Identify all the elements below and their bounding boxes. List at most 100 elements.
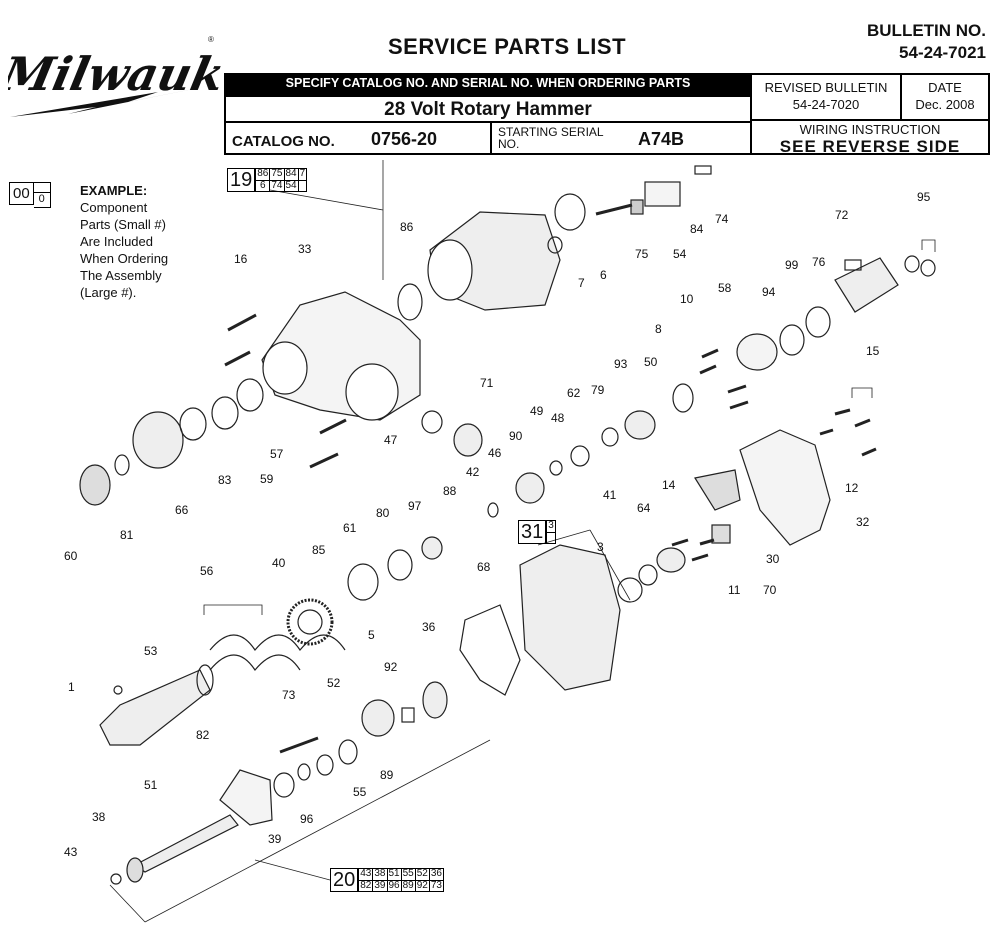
part-label-14: 14: [662, 478, 676, 492]
part-label-72: 72: [835, 208, 849, 222]
part-label-55: 55: [353, 785, 367, 799]
specify-banner: SPECIFY CATALOG NO. AND SERIAL NO. WHEN …: [224, 73, 752, 95]
bulletin-label: BULLETIN NO.: [867, 21, 986, 40]
catalog-cell: CATALOG NO. 0756-20: [224, 121, 492, 155]
wiring-value: SEE REVERSE SIDE: [779, 137, 961, 156]
part-label-99: 99: [785, 258, 799, 272]
part-label-97: 97: [408, 499, 422, 513]
milwaukee-logo: Milwaukee ®: [8, 35, 223, 117]
part-label-64: 64: [637, 501, 651, 515]
part-label-73: 73: [282, 688, 296, 702]
part-label-93: 93: [614, 357, 628, 371]
example-line: Parts (Small #): [80, 217, 166, 232]
part-label-33: 33: [298, 242, 312, 256]
part-label-76: 76: [812, 255, 826, 269]
part-label-86: 86: [400, 220, 414, 234]
part-label-6: 6: [600, 268, 607, 282]
example-component-number: 0: [33, 182, 51, 208]
catalog-value: 0756-20: [371, 129, 438, 149]
revised-label: REVISED BULLETIN: [764, 80, 888, 95]
part-label-46: 46: [488, 446, 502, 460]
kit-31: 31 3: [518, 520, 556, 544]
part-label-75: 75: [635, 247, 649, 261]
wiring-cell: WIRING INSTRUCTION SEE REVERSE SIDE: [750, 119, 990, 156]
part-label-90: 90: [509, 429, 523, 443]
doc-title: SERVICE PARTS LIST: [388, 34, 627, 59]
kit-number: 19: [227, 168, 256, 192]
part-label-71: 71: [480, 376, 494, 390]
serial-label: STARTING SERIAL NO.: [498, 125, 604, 151]
part-label-62: 62: [567, 386, 581, 400]
part-label-39: 39: [268, 832, 282, 846]
part-label-84: 84: [690, 222, 704, 236]
part-label-52: 52: [327, 676, 341, 690]
part-label-83: 83: [218, 473, 232, 487]
part-label-42: 42: [466, 465, 480, 479]
revised-value: 54-24-7020: [792, 97, 860, 112]
date-label: DATE: [928, 80, 962, 95]
bulletin-block: BULLETIN NO. 54-24-7021: [867, 20, 986, 64]
example-line: The Assembly: [80, 268, 162, 283]
part-label-68: 68: [477, 560, 491, 574]
part-label-1: 1: [68, 680, 75, 694]
part-label-7: 7: [578, 276, 585, 290]
part-label-36: 36: [422, 620, 436, 634]
part-label-30: 30: [766, 552, 780, 566]
part-label-81: 81: [120, 528, 134, 542]
part-label-70: 70: [763, 583, 777, 597]
part-label-32: 32: [856, 515, 870, 529]
part-label-94: 94: [762, 285, 776, 299]
kit-parts-table: 3: [546, 520, 556, 544]
part-label-57: 57: [270, 447, 284, 461]
part-label-50: 50: [644, 355, 658, 369]
part-label-89: 89: [380, 768, 394, 782]
example-text: EXAMPLE: Component Parts (Small #) Are I…: [80, 182, 168, 301]
header-grid: SPECIFY CATALOG NO. AND SERIAL NO. WHEN …: [224, 73, 990, 157]
part-label-82: 82: [196, 728, 210, 742]
example-line: When Ordering: [80, 251, 169, 266]
part-label-15: 15: [866, 344, 880, 358]
part-label-58: 58: [718, 281, 732, 295]
part-label-12: 12: [845, 481, 859, 495]
serial-value: A74B: [638, 129, 685, 149]
part-label-41: 41: [603, 488, 617, 502]
part-label-49: 49: [530, 404, 544, 418]
part-label-10: 10: [680, 292, 694, 306]
part-label-59: 59: [260, 472, 274, 486]
part-label-8: 8: [655, 322, 662, 336]
part-label-56: 56: [200, 564, 214, 578]
example-heading: EXAMPLE:: [80, 183, 148, 198]
part-label-74: 74: [715, 212, 729, 226]
part-label-53: 53: [144, 644, 158, 658]
date-value: Dec. 2008: [915, 97, 975, 112]
part-label-96: 96: [300, 812, 314, 826]
part-label-88: 88: [443, 484, 457, 498]
wiring-label: WIRING INSTRUCTION: [799, 122, 941, 137]
example-line: (Large #).: [80, 285, 137, 300]
kit-number: 20: [330, 868, 359, 892]
part-label-85: 85: [312, 543, 326, 557]
part-label-3: 3: [597, 540, 604, 554]
part-label-80: 80: [376, 506, 390, 520]
part-label-43: 43: [64, 845, 78, 859]
catalog-label: CATALOG NO.: [232, 133, 335, 150]
part-label-5: 5: [368, 628, 375, 642]
part-label-79: 79: [591, 383, 605, 397]
kit-number: 31: [518, 520, 547, 544]
bulletin-number: 54-24-7021: [899, 43, 986, 62]
part-label-47: 47: [384, 433, 398, 447]
example-line: Are Included: [80, 234, 153, 249]
svg-text:®: ®: [208, 35, 214, 44]
part-label-11: 11: [728, 583, 741, 597]
part-label-40: 40: [272, 556, 286, 570]
part-label-54: 54: [673, 247, 687, 261]
part-label-48: 48: [551, 411, 565, 425]
part-label-60: 60: [64, 549, 78, 563]
part-label-16: 16: [234, 252, 248, 266]
